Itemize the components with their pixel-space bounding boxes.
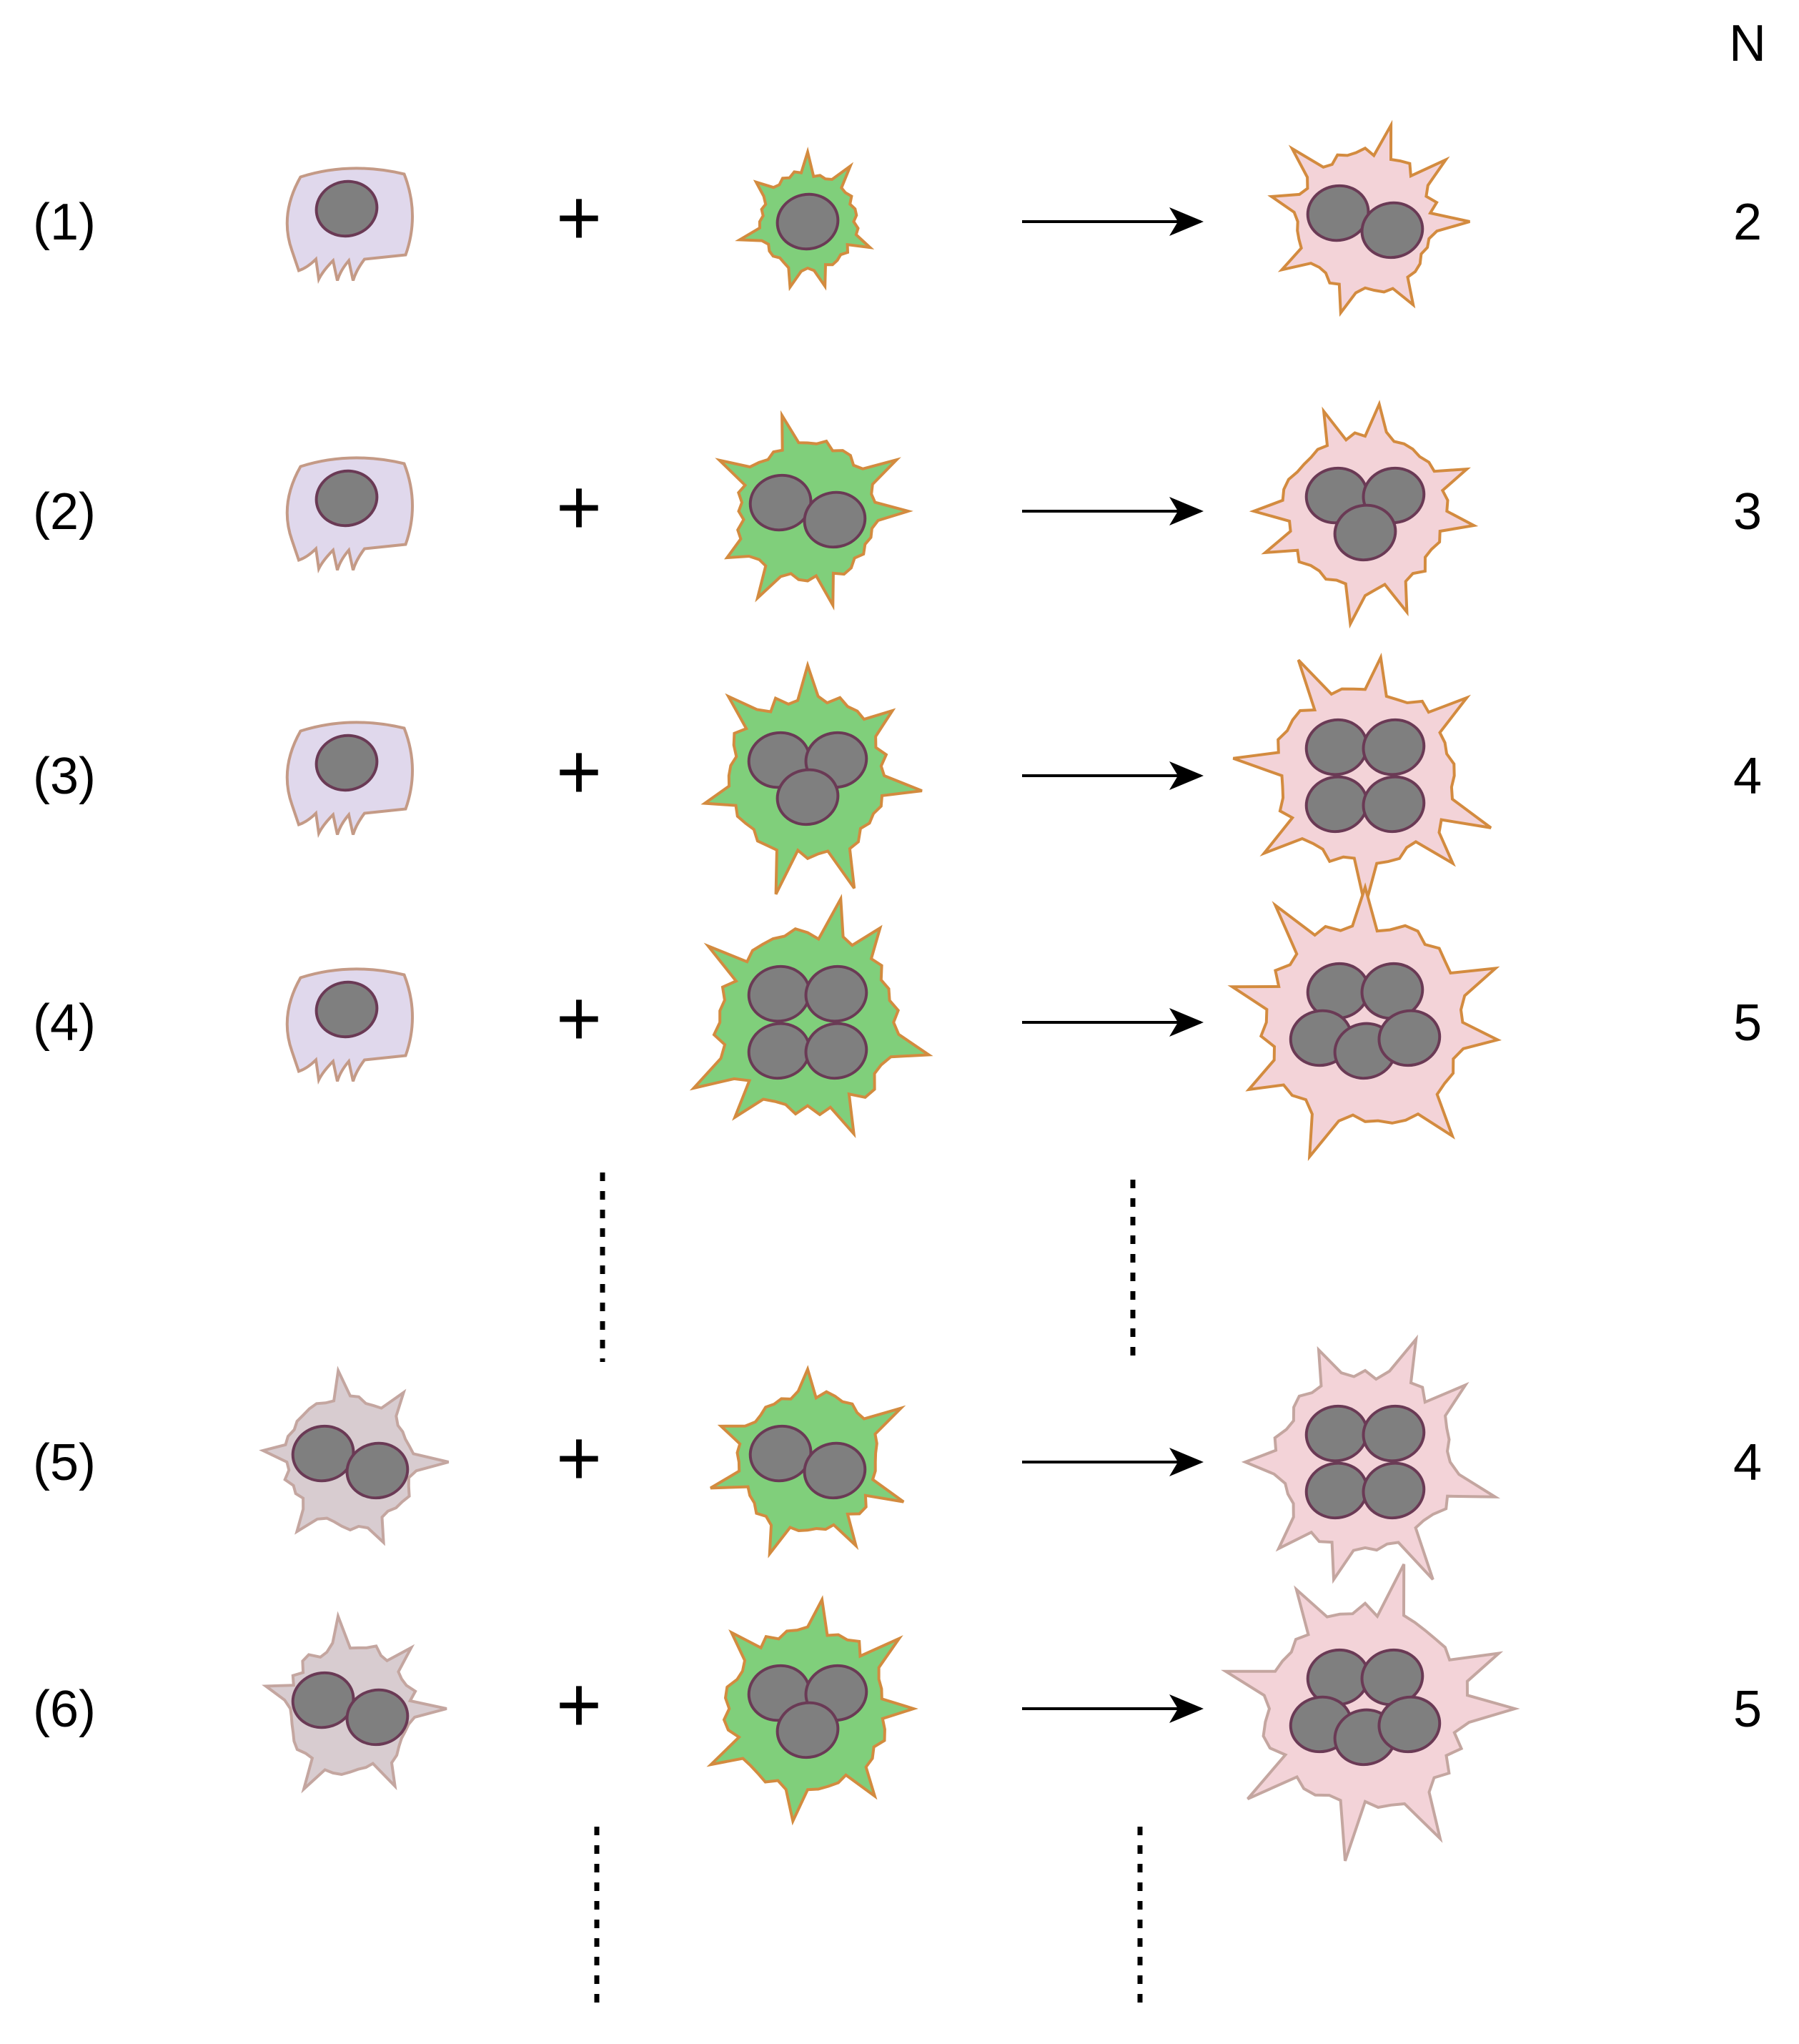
nucleus-row5-left-1 <box>291 1424 355 1483</box>
nucleus-row5-product-4 <box>1362 1461 1426 1520</box>
product-cell <box>1227 882 1502 1161</box>
nucleus-row4-partner-4 <box>804 1022 868 1080</box>
fusion-row-2: (2) +3 <box>33 400 1762 629</box>
nucleus-row2-partner-1 <box>748 473 813 532</box>
product-cell <box>1249 400 1479 629</box>
partner-cell <box>710 1365 906 1559</box>
product-cell <box>1241 1334 1501 1584</box>
nucleus-row4-left-1 <box>314 980 379 1039</box>
nucleus-row4-partner-2 <box>804 964 868 1023</box>
n-value: 4 <box>1733 748 1762 805</box>
n-value: 4 <box>1733 1434 1762 1491</box>
nucleus-row6-partner-3 <box>775 1701 840 1759</box>
nucleus-row6-left-1 <box>291 1671 355 1729</box>
nucleus-row6-left-2 <box>345 1688 410 1747</box>
row-label: (4) <box>33 994 96 1052</box>
plus-sign: + <box>556 1661 602 1749</box>
n-column-header: N <box>1729 15 1766 72</box>
plus-sign: + <box>556 1414 602 1502</box>
mononuclear-cell <box>285 721 415 839</box>
fusion-row-1: (1) +2 <box>33 119 1762 317</box>
nucleus-row1-product-1 <box>1306 184 1370 242</box>
row-label: (3) <box>33 748 96 805</box>
mononuclear-cell <box>285 967 415 1085</box>
nucleus-row1-product-2 <box>1360 201 1424 260</box>
nucleus-row6-product-5 <box>1377 1695 1442 1754</box>
plus-sign: + <box>556 728 602 816</box>
nucleus-row5-left-2 <box>345 1441 410 1500</box>
plus-sign: + <box>556 174 602 262</box>
partner-cell <box>689 894 933 1139</box>
nucleus-row3-product-4 <box>1362 775 1426 834</box>
continuation-markers <box>594 1172 1143 2009</box>
nucleus-row2-left-1 <box>314 469 379 528</box>
partner-cell <box>735 147 875 292</box>
n-value: 5 <box>1733 994 1762 1052</box>
plus-sign: + <box>556 974 602 1062</box>
fusion-row-4: (4) +5 <box>33 882 1762 1161</box>
mononuclear-cell <box>285 456 415 574</box>
nucleus-row2-product-3 <box>1333 503 1397 562</box>
nucleus-row5-product-2 <box>1362 1404 1426 1463</box>
row-label: (2) <box>33 483 96 540</box>
fusion-row-6: (6) +5 <box>33 1563 1762 1862</box>
product-cell <box>1232 652 1492 907</box>
rows-layer: (1) +2 (2) +3 (3) +4 (4) +5 (5) +4 (6) +5 <box>33 119 1762 1862</box>
fusion-row-3: (3) +4 <box>33 652 1762 907</box>
nucleus-row2-partner-2 <box>803 490 867 549</box>
nucleus-row3-partner-3 <box>775 768 840 826</box>
row-label: (1) <box>33 194 96 251</box>
nucleus-row3-left-1 <box>314 734 379 792</box>
partner-cell <box>715 410 913 611</box>
plus-sign: + <box>556 463 602 551</box>
nucleus-row5-partner-2 <box>803 1441 867 1500</box>
n-value: 5 <box>1733 1681 1762 1738</box>
n-value: 2 <box>1733 194 1762 251</box>
nucleus-row5-partner-1 <box>748 1424 813 1483</box>
n-value: 3 <box>1733 483 1762 540</box>
nucleus-row1-left-1 <box>314 179 379 238</box>
product-cell <box>1267 119 1470 317</box>
binucleated-cell <box>262 1611 447 1794</box>
fusion-row-5: (5) +4 <box>33 1334 1762 1584</box>
nucleus-row3-product-2 <box>1362 718 1426 776</box>
row-label: (6) <box>33 1681 96 1738</box>
mononuclear-cell <box>285 167 415 285</box>
product-cell <box>1221 1563 1520 1862</box>
partner-cell <box>706 1595 918 1826</box>
nucleus-row1-partner-1 <box>775 192 840 251</box>
row-label: (5) <box>33 1434 96 1491</box>
nucleus-row4-product-5 <box>1377 1009 1442 1067</box>
partner-cell <box>700 660 923 895</box>
binucleated-cell <box>259 1366 450 1546</box>
